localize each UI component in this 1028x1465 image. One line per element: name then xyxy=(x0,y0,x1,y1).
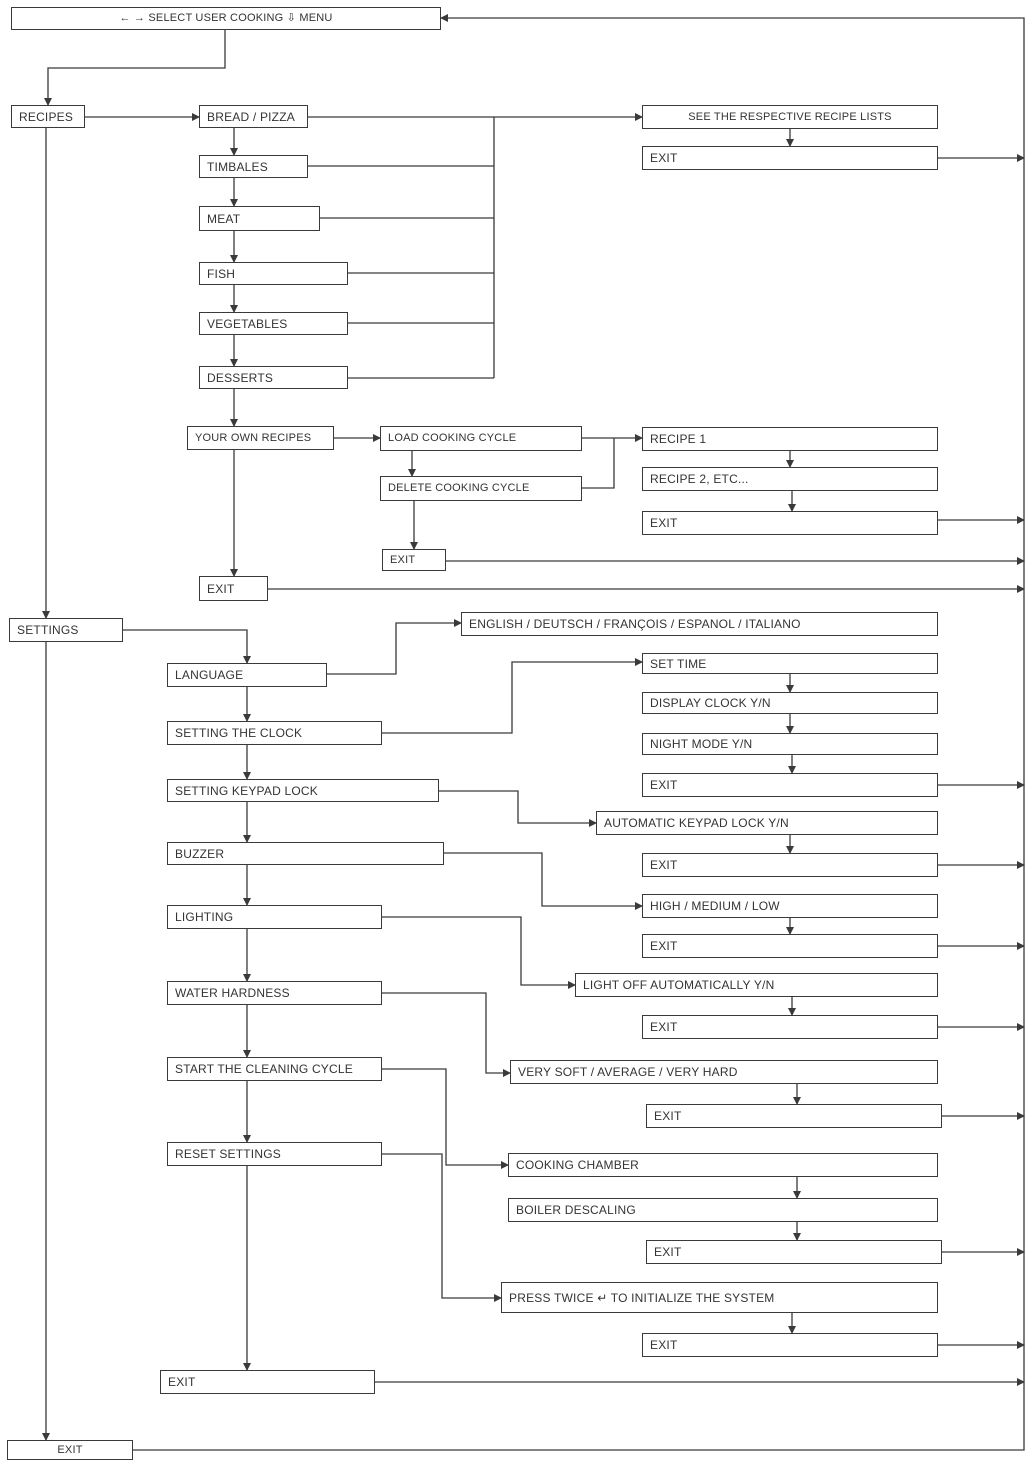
node-settings: SETTINGS xyxy=(9,618,123,642)
node-buzzer-exit: EXIT xyxy=(642,934,938,958)
node-setting-clock: SETTING THE CLOCK xyxy=(167,721,382,745)
node-fish: FISH xyxy=(199,262,348,285)
connector-53 xyxy=(382,916,576,989)
node-press-twice: PRESS TWICE ↵ TO INITIALIZE THE SYSTEM xyxy=(501,1282,938,1313)
connector-41 xyxy=(327,619,462,675)
node-recipes: RECIPES xyxy=(11,105,85,128)
node-setting-keypad: SETTING KEYPAD LOCK xyxy=(167,779,439,802)
node-language: LANGUAGE xyxy=(167,663,327,687)
node-meat: MEAT xyxy=(199,206,320,231)
node-buzzer: BUZZER xyxy=(167,842,444,865)
node-water-levels: VERY SOFT / AVERAGE / VERY HARD xyxy=(510,1060,938,1084)
node-recipes-exit: EXIT xyxy=(199,576,268,601)
connector-56 xyxy=(382,992,511,1077)
node-water-hardness: WATER HARDNESS xyxy=(167,981,382,1005)
connector-47 xyxy=(439,790,597,827)
node-recipe-exit: EXIT xyxy=(642,511,938,535)
node-light-off: LIGHT OFF AUTOMATICALLY Y/N xyxy=(575,973,938,997)
node-vegetables: VEGETABLES xyxy=(199,312,348,335)
node-cleaning-exit: EXIT xyxy=(646,1240,942,1264)
connector-63 xyxy=(382,1153,502,1302)
return-line xyxy=(132,14,1025,1451)
connector-1 xyxy=(44,30,226,106)
node-cleaning-cycle: START THE CLEANING CYCLE xyxy=(167,1057,382,1081)
node-bread-pizza: BREAD / PIZZA xyxy=(199,105,308,128)
node-load-cooking-cycle: LOAD COOKING CYCLE xyxy=(380,426,582,451)
node-recipe-lists: SEE THE RESPECTIVE RECIPE LISTS xyxy=(642,105,938,129)
node-language-options: ENGLISH / DEUTSCH / FRANÇOIS / ESPANOL /… xyxy=(461,612,938,636)
node-boiler-descaling: BOILER DESCALING xyxy=(508,1198,938,1222)
node-header: ← → SELECT USER COOKING ⇩ MENU xyxy=(11,7,441,30)
node-main-exit: EXIT xyxy=(7,1440,133,1460)
connector-25 xyxy=(582,438,615,489)
node-settings-exit: EXIT xyxy=(160,1370,375,1394)
connector-42 xyxy=(382,658,643,734)
node-recipe-lists-exit: EXIT xyxy=(642,146,938,170)
node-auto-keypad: AUTOMATIC KEYPAD LOCK Y/N xyxy=(596,811,938,835)
connector-59 xyxy=(382,1068,509,1169)
node-your-own-recipes: YOUR OWN RECIPES xyxy=(187,426,334,450)
node-reset-settings: RESET SETTINGS xyxy=(167,1142,382,1166)
node-keypad-exit: EXIT xyxy=(642,853,938,877)
node-timbales: TIMBALES xyxy=(199,155,308,178)
node-reset-exit: EXIT xyxy=(642,1333,938,1357)
node-clock-exit: EXIT xyxy=(642,773,938,797)
node-water-exit: EXIT xyxy=(646,1104,942,1128)
node-delete-cooking-cycle: DELETE COOKING CYCLE xyxy=(380,476,582,501)
node-recipe-2: RECIPE 2, ETC... xyxy=(642,467,938,491)
node-recipe-1: RECIPE 1 xyxy=(642,427,938,451)
connector-50 xyxy=(444,852,643,910)
node-own-recipes-exit: EXIT xyxy=(382,549,446,571)
connector-31 xyxy=(123,629,251,664)
node-display-clock: DISPLAY CLOCK Y/N xyxy=(642,692,938,714)
node-lighting-exit: EXIT xyxy=(642,1015,938,1039)
node-lighting: LIGHTING xyxy=(167,905,382,929)
node-cooking-chamber: COOKING CHAMBER xyxy=(508,1153,938,1177)
node-night-mode: NIGHT MODE Y/N xyxy=(642,733,938,755)
node-buzzer-levels: HIGH / MEDIUM / LOW xyxy=(642,894,938,918)
node-set-time: SET TIME xyxy=(642,653,938,674)
node-desserts: DESSERTS xyxy=(199,366,348,389)
